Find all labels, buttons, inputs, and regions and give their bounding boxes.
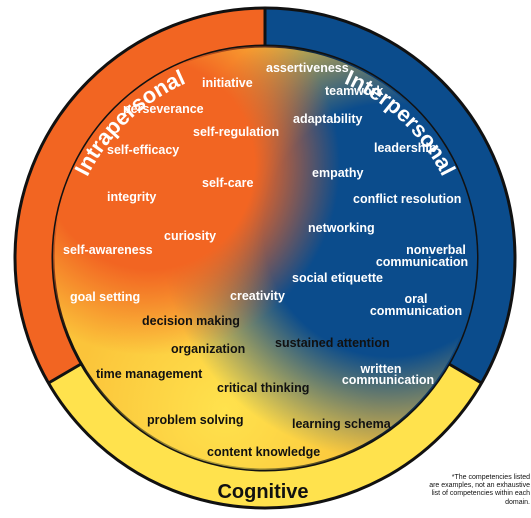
competency-perseverance: perseverance bbox=[123, 102, 204, 116]
cognitive-title: Cognitive bbox=[217, 481, 308, 503]
competency-integrity: integrity bbox=[107, 190, 156, 204]
competency-conflict-resolution: conflict resolution bbox=[353, 192, 461, 206]
competency-content-knowledge: content knowledge bbox=[207, 445, 320, 459]
competency-written-communication: communication bbox=[342, 373, 434, 387]
competency-problem-solving: problem solving bbox=[147, 413, 244, 427]
competency-empathy: empathy bbox=[312, 166, 363, 180]
footnote-line-2: are examples, not an exhaustive bbox=[429, 482, 530, 490]
competency-curiosity: curiosity bbox=[164, 229, 216, 243]
competency-self-care: self-care bbox=[202, 176, 253, 190]
competency-learning-schema: learning schema bbox=[292, 417, 392, 431]
competency-sustained-attention: sustained attention bbox=[275, 336, 390, 350]
competency-assertiveness: assertiveness bbox=[266, 61, 349, 75]
competency-teamwork: teamwork bbox=[325, 84, 383, 98]
competency-networking: networking bbox=[308, 221, 375, 235]
competency-organization: organization bbox=[171, 342, 245, 356]
competency-nonverbal-communication: communication bbox=[376, 255, 468, 269]
competency-social-etiquette: social etiquette bbox=[292, 271, 383, 285]
competency-self-efficacy: self-efficacy bbox=[107, 143, 179, 157]
competency-self-regulation: self-regulation bbox=[193, 125, 279, 139]
competency-critical-thinking: critical thinking bbox=[217, 381, 309, 395]
footnote: *The competencies listed are examples, n… bbox=[424, 474, 530, 507]
competency-time-management: time management bbox=[96, 367, 203, 381]
competency-adaptability: adaptability bbox=[293, 112, 363, 126]
footnote-line-3: list of competencies within each domain. bbox=[431, 490, 530, 506]
competency-leadership: leadership bbox=[374, 141, 437, 155]
competency-oral: oral bbox=[405, 292, 428, 306]
divider-left bbox=[47, 362, 82, 385]
competency-creativity: creativity bbox=[230, 289, 285, 303]
divider-right bbox=[448, 362, 483, 385]
competency-self-awareness: self-awareness bbox=[63, 243, 153, 257]
competency-decision-making: decision making bbox=[142, 314, 240, 328]
competency-initiative: initiative bbox=[202, 76, 253, 90]
competency-goal-setting: goal setting bbox=[70, 290, 140, 304]
competency-nonverbal: nonverbal bbox=[406, 243, 466, 257]
footnote-line-1: *The competencies listed bbox=[451, 474, 530, 481]
competency-oral-communication: communication bbox=[370, 304, 462, 318]
competency-written: written bbox=[360, 362, 402, 376]
